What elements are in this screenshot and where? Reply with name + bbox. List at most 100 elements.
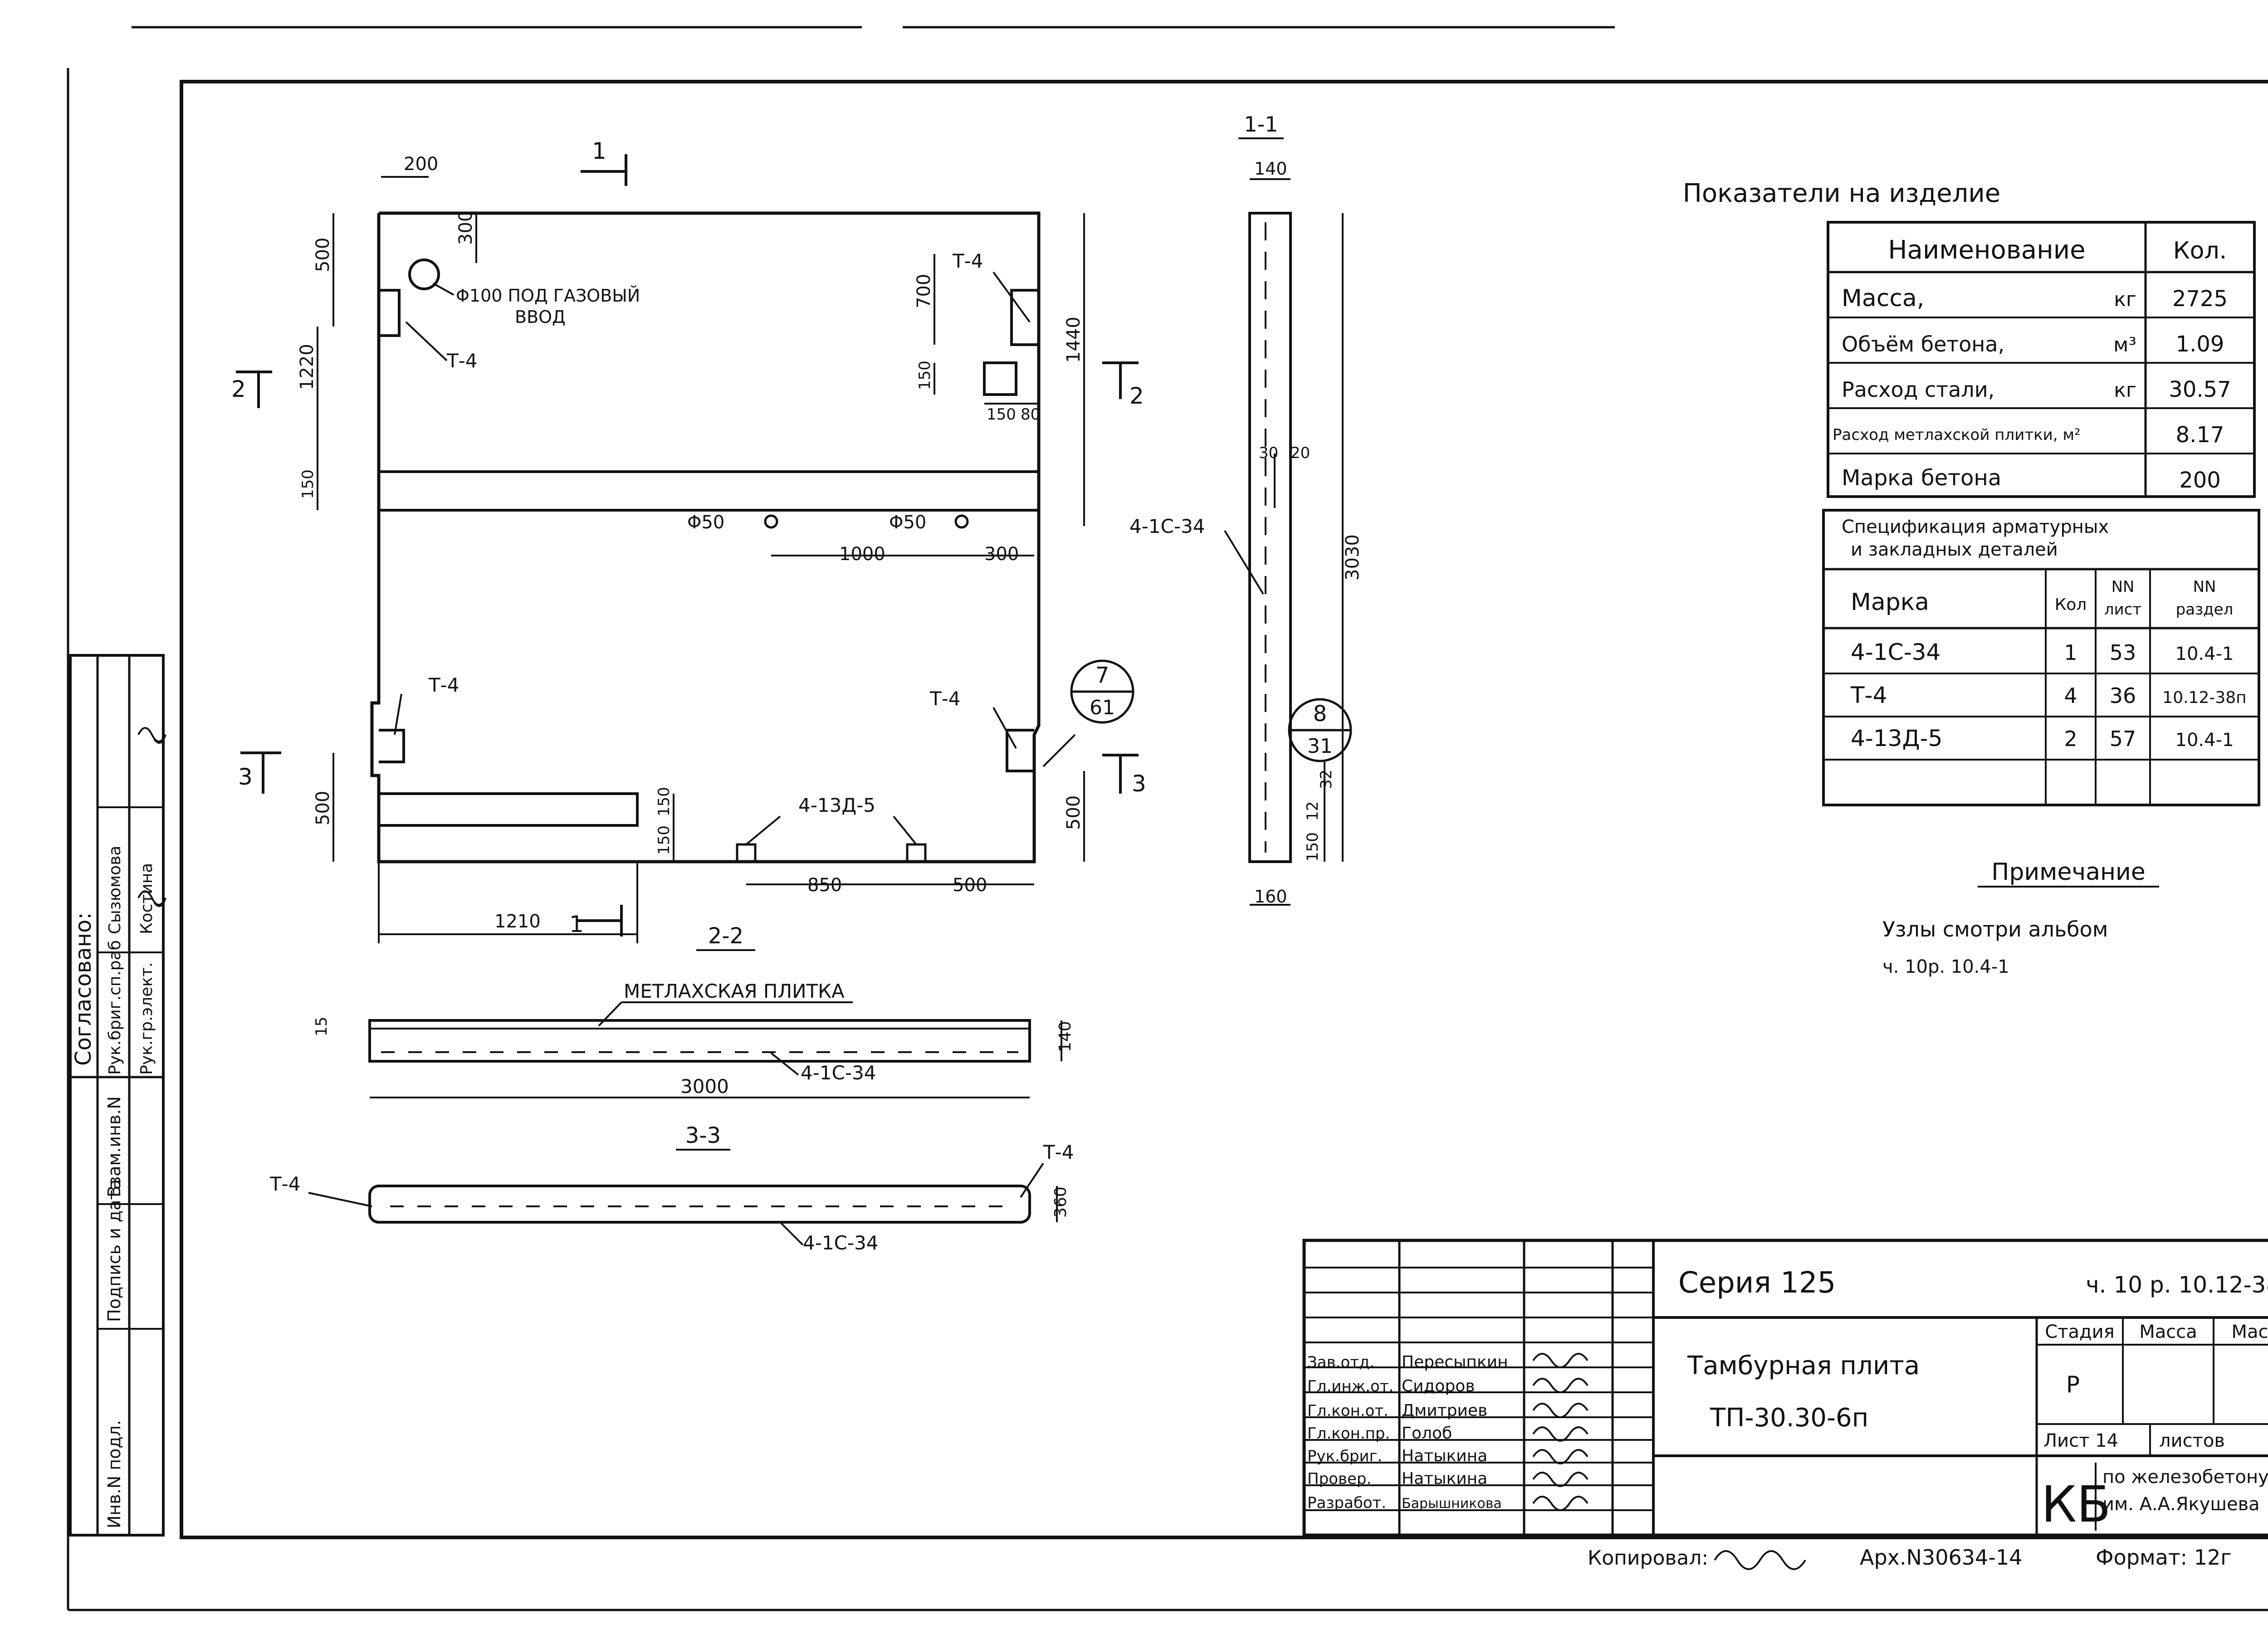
ind-row-3-value: 8.17 bbox=[2176, 422, 2224, 448]
tb-doc-code: ч. 10 р. 10.12-38п bbox=[2086, 1272, 2268, 1298]
ind-row-4-value: 200 bbox=[2179, 468, 2221, 493]
callout-7-top: 7 bbox=[1095, 663, 1110, 688]
dim-30: 30 bbox=[1259, 444, 1278, 462]
note-title: Примечание bbox=[1991, 859, 2146, 886]
callout-8-31: 8 31 bbox=[1288, 698, 1352, 762]
dim-200: 200 bbox=[404, 154, 438, 175]
section-3-3: 3-3 Т-4 Т-4 360 4-1С-34 bbox=[269, 1123, 1074, 1254]
ind-row-3-name: Расход метлахской плитки, м² bbox=[1833, 426, 2081, 444]
dim-300-h: 300 bbox=[984, 544, 1019, 565]
dim-300: 300 bbox=[455, 210, 476, 245]
tb-role-3: Гл.кон.пр. bbox=[1307, 1424, 1390, 1443]
footer-format: Формат: 12г bbox=[2096, 1545, 2231, 1570]
spec-row-2-mark: 4-13Д-5 bbox=[1851, 725, 1942, 751]
svg-text:2: 2 bbox=[231, 376, 246, 402]
spec-row-1-qty: 4 bbox=[2064, 683, 2077, 708]
tb-name-3-person: Голоб bbox=[1402, 1424, 1452, 1443]
ind-row-0-value: 2725 bbox=[2172, 286, 2228, 312]
tb-name-2: ТП-30.30-6п bbox=[1710, 1403, 1868, 1433]
col-qty: Кол. bbox=[2173, 237, 2227, 264]
tb-role-2: Гл.кон.от. bbox=[1307, 1402, 1388, 1420]
dim-140: 140 bbox=[1254, 159, 1287, 179]
signature-2 bbox=[137, 890, 166, 907]
ind-row-1-value: 1.09 bbox=[2176, 332, 2224, 357]
label-4-1c34-sec22: 4-1С-34 bbox=[801, 1062, 876, 1084]
footer-copied: Копировал: bbox=[1588, 1546, 1708, 1570]
dim-500-right: 500 bbox=[1063, 795, 1084, 830]
spec-col-section-1: NN bbox=[2193, 578, 2216, 596]
svg-text:1: 1 bbox=[592, 138, 606, 164]
section-mark-3-left: 3 bbox=[238, 751, 281, 794]
spec-row-1-section: 10.12-38п bbox=[2162, 688, 2246, 707]
label-4-13d5: 4-13Д-5 bbox=[798, 794, 875, 816]
note: Примечание Узлы смотри альбом ч. 10р. 10… bbox=[1882, 859, 2159, 977]
spec-row-0-qty: 1 bbox=[2064, 640, 2077, 665]
ind-row-4-name: Марка бетона bbox=[1842, 465, 2001, 491]
dim-1220: 1220 bbox=[297, 344, 318, 390]
label-4-1c34-sec33: 4-1С-34 bbox=[803, 1232, 879, 1254]
dim-1210: 1210 bbox=[494, 911, 541, 932]
note-line-2: ч. 10р. 10.4-1 bbox=[1882, 956, 2009, 977]
side-row1-role: Рук.бриг.сп.раб bbox=[106, 940, 124, 1075]
spec-col-mark: Марка bbox=[1851, 589, 1929, 616]
spec-col-sheet-2: лист bbox=[2104, 600, 2141, 619]
spec-col-qty: Кол bbox=[2055, 595, 2087, 614]
callout-7-bottom: 61 bbox=[1090, 696, 1115, 719]
tb-name-2-person: Дмитриев bbox=[1402, 1401, 1487, 1420]
tb-name-1: Тамбурная плита bbox=[1687, 1351, 1920, 1381]
spec-row-1-mark: Т-4 bbox=[1850, 682, 1887, 708]
spec-row-2-qty: 2 bbox=[2064, 727, 2077, 751]
svg-text:2: 2 bbox=[1129, 383, 1144, 409]
tb-stage-label: Стадия bbox=[2045, 1322, 2114, 1342]
dim-850: 850 bbox=[807, 875, 842, 896]
label-4-1c34-sec11: 4-1С-34 bbox=[1129, 515, 1205, 537]
label-t4-upper-left: Т-4 bbox=[446, 350, 478, 372]
section-1-1-title: 1-1 bbox=[1244, 112, 1278, 137]
side-inv: Инв.N подл. bbox=[104, 1420, 124, 1528]
indicators-title: Показатели на изделие bbox=[1683, 179, 2000, 208]
ind-row-0-name: Масса, bbox=[1842, 285, 1924, 312]
tb-stage-value: Р bbox=[2066, 1371, 2080, 1398]
spec-col-section-2: раздел bbox=[2176, 600, 2234, 619]
side-row1-name: Сызюмова bbox=[106, 846, 124, 934]
section-mark-1-bottom: 1 bbox=[569, 905, 623, 937]
section-3-3-title: 3-3 bbox=[685, 1123, 721, 1148]
inner-frame bbox=[180, 80, 2268, 1539]
dim-150-bl2: 150 bbox=[655, 825, 673, 855]
footer-archive: Арх.N30634-14 bbox=[1860, 1545, 2022, 1570]
spec-row-0-mark: 4-1С-34 bbox=[1851, 639, 1941, 665]
specification-table: Спецификация арматурных и закладных дета… bbox=[1822, 509, 2260, 806]
svg-text:3: 3 bbox=[238, 764, 253, 790]
tb-org-mark: КБ bbox=[2041, 1475, 2111, 1533]
tb-name-5-person: Натыкина bbox=[1402, 1469, 1487, 1488]
section-mark-2-right: 2 bbox=[1102, 361, 1144, 409]
label-t4-s33-left: Т-4 bbox=[269, 1173, 301, 1195]
spec-row-0-sheet: 53 bbox=[2110, 640, 2136, 665]
spec-title-1: Спецификация арматурных bbox=[1842, 517, 2109, 537]
dim-500-bottom-left: 500 bbox=[313, 791, 333, 825]
label-t4-s33-right: Т-4 bbox=[1043, 1141, 1074, 1163]
dim-3000: 3000 bbox=[680, 1075, 729, 1098]
side-sign-date: Подпись и дата bbox=[104, 1179, 124, 1322]
svg-text:8: 8 bbox=[1313, 701, 1327, 727]
dim-150-opening: 150 bbox=[987, 405, 1016, 424]
spec-col-sheet-1: NN bbox=[2112, 578, 2135, 596]
dim-360: 360 bbox=[1051, 1186, 1070, 1218]
label-t4-lower-left: Т-4 bbox=[428, 674, 459, 696]
spec-row-2-section: 10.4-1 bbox=[2175, 730, 2234, 751]
dim-80: 80 bbox=[1021, 405, 1040, 424]
signature-1 bbox=[137, 727, 166, 744]
label-hole-phi100: Φ100 ПОД ГАЗОВЫЙ bbox=[456, 286, 640, 306]
spec-title-2: и закладных деталей bbox=[1851, 539, 2058, 560]
ind-row-1-unit: м³ bbox=[2113, 333, 2136, 356]
dim-1000: 1000 bbox=[839, 544, 885, 565]
spec-row-2-sheet: 57 bbox=[2110, 727, 2136, 751]
col-name: Наименование bbox=[1888, 235, 2085, 265]
callout-7-61: 7 61 bbox=[1070, 659, 1134, 724]
section-mark-2-left: 2 bbox=[231, 371, 272, 408]
ind-row-2-unit: кг bbox=[2114, 379, 2136, 402]
dim-140-s22: 140 bbox=[1056, 1021, 1075, 1052]
section-2-2-title: 2-2 bbox=[708, 923, 743, 949]
tb-mass-label: Масса bbox=[2139, 1322, 2197, 1342]
